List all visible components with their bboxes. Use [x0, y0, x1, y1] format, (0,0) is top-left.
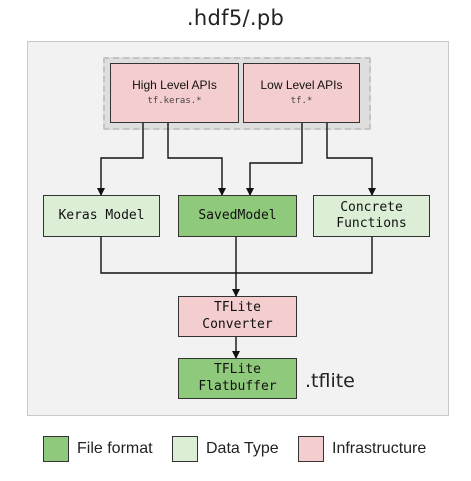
- high-level-apis-title: High Level APIs: [132, 78, 217, 93]
- savedmodel-box: SavedModel: [178, 195, 297, 237]
- edge-low-to-concrete: [326, 123, 376, 196]
- edge-high-to-savedmodel: [167, 123, 226, 196]
- legend-data-type: Data Type: [172, 434, 279, 464]
- legend-infrastructure-swatch: [298, 436, 324, 462]
- legend-data-type-swatch: [172, 436, 198, 462]
- watermark: 知乎 @Taylor: [370, 454, 439, 467]
- tflite-flatbuffer-line2: Flatbuffer: [198, 378, 277, 394]
- diagram-title: .hdf5/.pb: [186, 6, 285, 30]
- legend-file-format-swatch: [43, 436, 69, 462]
- savedmodel-label: SavedModel: [198, 207, 277, 223]
- concrete-functions-line1: Concrete: [340, 199, 403, 215]
- legend-data-type-label: Data Type: [206, 440, 279, 457]
- legend-infrastructure-label: Infrastructure: [332, 440, 427, 457]
- legend-file-format: File format: [43, 434, 153, 464]
- tflite-flatbuffer-box: TFLite Flatbuffer: [178, 358, 297, 399]
- low-level-apis-sub: tf.*: [290, 96, 313, 107]
- low-level-apis-box: Low Level APIs tf.*: [243, 63, 360, 123]
- high-level-apis-box: High Level APIs tf.keras.*: [110, 63, 239, 123]
- edge-high-to-keras: [97, 123, 144, 196]
- tflite-extension-label: .tflite: [305, 370, 355, 392]
- tflite-flatbuffer-line1: TFLite: [214, 362, 261, 378]
- keras-model-box: Keras Model: [43, 195, 160, 237]
- concrete-functions-box: Concrete Functions: [313, 195, 430, 237]
- legend-infrastructure: Infrastructure: [298, 434, 426, 464]
- keras-model-label: Keras Model: [58, 207, 145, 223]
- edge-low-to-savedmodel: [246, 123, 303, 196]
- tflite-converter-line2: Converter: [202, 316, 273, 332]
- low-level-apis-title: Low Level APIs: [260, 78, 343, 93]
- legend-file-format-label: File format: [77, 440, 153, 457]
- high-level-apis-sub: tf.keras.*: [147, 96, 202, 107]
- tflite-converter-box: TFLite Converter: [178, 296, 297, 337]
- tflite-converter-line1: TFLite: [214, 300, 261, 316]
- concrete-functions-line2: Functions: [336, 216, 407, 231]
